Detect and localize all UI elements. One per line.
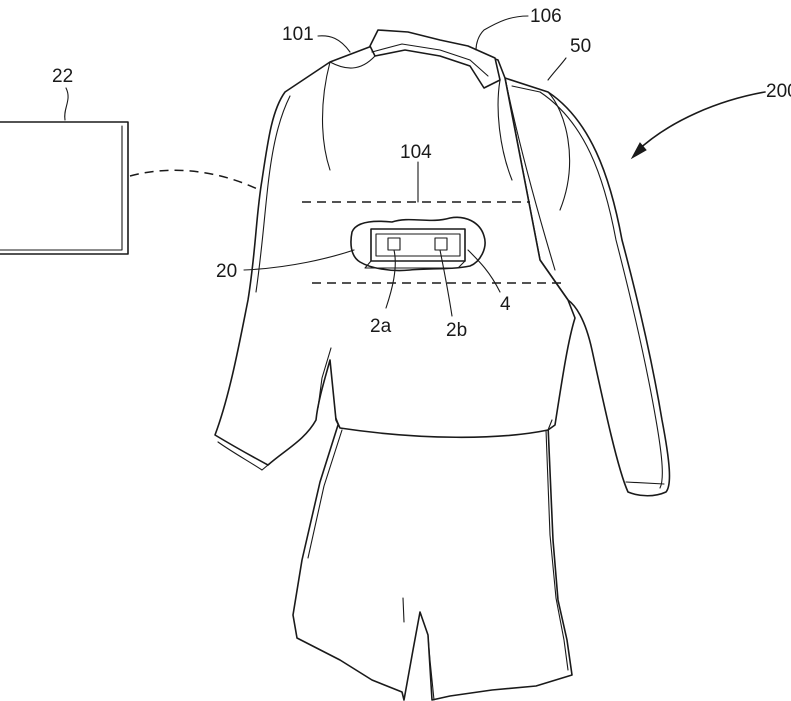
label-2b: 2b bbox=[446, 320, 467, 341]
leader-200 bbox=[636, 92, 765, 152]
label-2a: 2a bbox=[370, 316, 392, 337]
shorts bbox=[293, 425, 572, 700]
label-200: 200 bbox=[766, 81, 791, 102]
label-104: 104 bbox=[400, 142, 432, 163]
label-106: 106 bbox=[530, 6, 562, 27]
label-4: 4 bbox=[500, 294, 511, 315]
leader-50 bbox=[548, 58, 566, 80]
label-20: 20 bbox=[216, 261, 237, 282]
leader-106 bbox=[476, 16, 528, 50]
leader-22 bbox=[65, 88, 68, 120]
label-50: 50 bbox=[570, 36, 591, 57]
leader-101 bbox=[318, 36, 350, 52]
label-22: 22 bbox=[52, 66, 73, 87]
remote-device-box bbox=[0, 122, 128, 254]
label-101: 101 bbox=[282, 24, 314, 45]
